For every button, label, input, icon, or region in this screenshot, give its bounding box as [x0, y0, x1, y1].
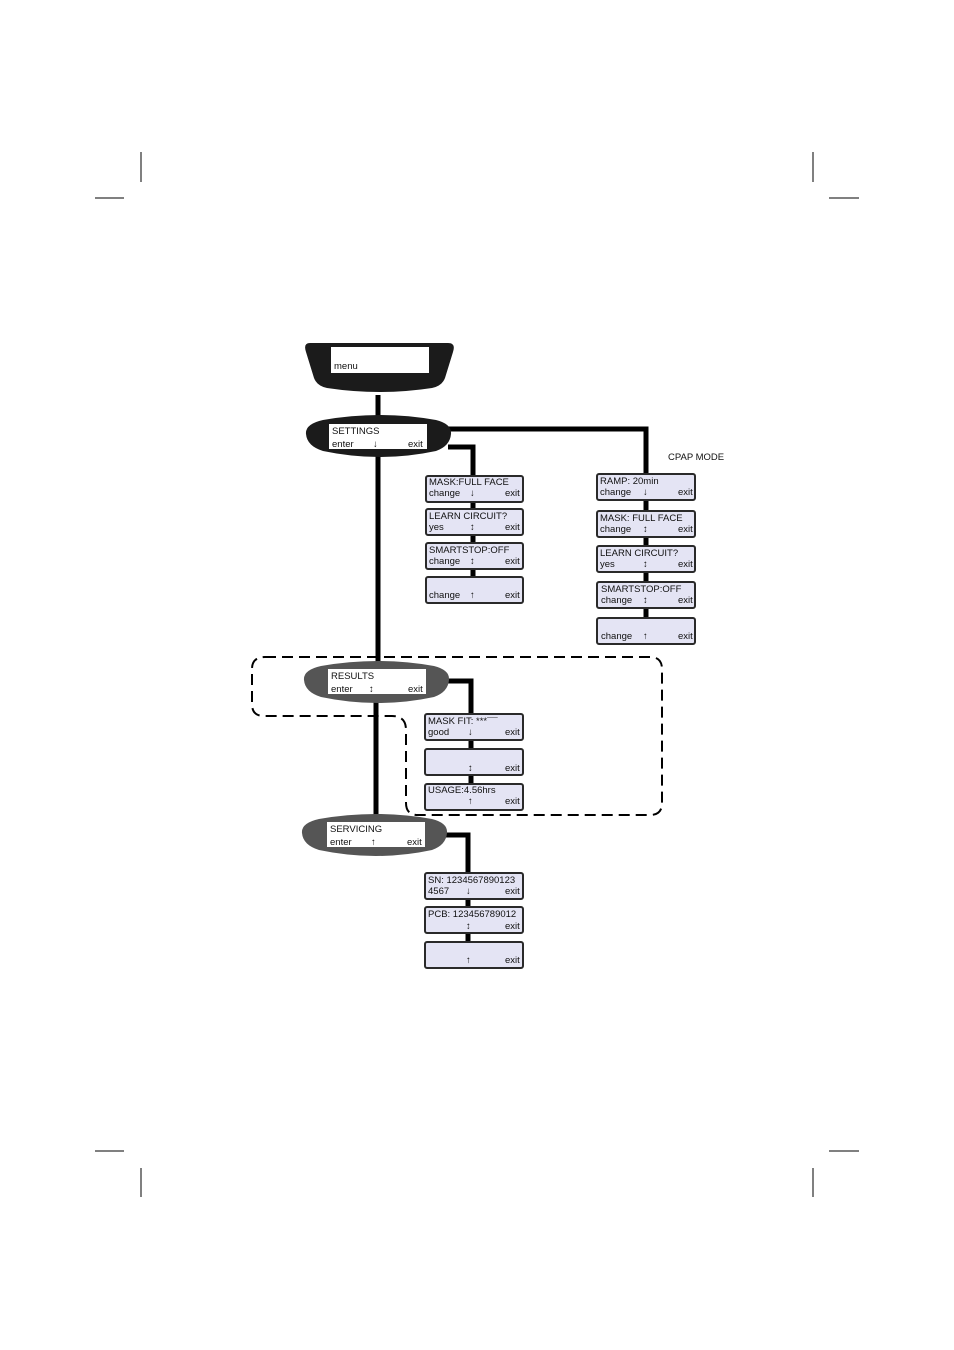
screen-title: SMARTSTOP:OFF — [429, 545, 510, 556]
screen-exit-label: exit — [505, 727, 520, 738]
arrow-updown-icon: ↕ — [643, 595, 648, 606]
arrow-down-icon: ↓ — [470, 488, 475, 499]
screen-title: RAMP: 20min — [600, 476, 659, 487]
screen-left-label: change — [600, 524, 632, 535]
device-menu — [305, 343, 454, 392]
screen-left-label: yes — [600, 559, 615, 570]
screen-left-label: 4567 — [428, 886, 450, 897]
settings-enter-label: enter — [332, 439, 354, 450]
screen-exit-label: exit — [505, 522, 520, 533]
settings-title: SETTINGS — [332, 426, 380, 437]
arrow-down-icon: ↓ — [643, 487, 648, 498]
screen-left-label: change — [429, 488, 461, 499]
menu-title: menu — [334, 361, 358, 372]
screen-left-label: change — [601, 595, 633, 606]
arrow-updown-icon: ↕ — [470, 522, 475, 533]
results-dashed-outline — [251, 656, 663, 816]
servicing-enter-label: enter — [330, 837, 352, 848]
servicing-arrow-icon: ↑ — [371, 837, 376, 848]
screen-title: SN: 1234567890123 — [428, 875, 516, 886]
screen-exit-label: exit — [505, 796, 520, 807]
device-results — [303, 661, 450, 703]
results-exit-label: exit — [408, 684, 423, 695]
screen-exit-label: exit — [678, 487, 693, 498]
screen-left-label: change — [429, 556, 461, 567]
settings-arrow-icon: ↓ — [373, 439, 378, 450]
servicing-title: SERVICING — [330, 824, 383, 835]
screen-title: LEARN CIRCUIT? — [600, 548, 679, 559]
screen-exit-label: exit — [678, 524, 693, 535]
screen-exit-label: exit — [505, 886, 520, 897]
screen-title: LEARN CIRCUIT? — [429, 511, 508, 522]
results-enter-label: enter — [331, 684, 353, 695]
lcd-boxes — [424, 473, 696, 969]
screen-title: MASK FIT: ***¯¯ — [428, 716, 498, 727]
screen-left-label: change — [601, 631, 633, 642]
screen-title: SMARTSTOP:OFF — [601, 584, 682, 595]
arrow-updown-icon: ↕ — [470, 556, 475, 567]
arrow-up-icon: ↑ — [466, 955, 471, 966]
screen-exit-label: exit — [678, 559, 693, 570]
screen-exit-label: exit — [678, 595, 693, 606]
screen-title: MASK: FULL FACE — [600, 513, 683, 524]
results-title: RESULTS — [331, 671, 375, 682]
cpap-mode-label: CPAP MODE — [668, 452, 725, 463]
screen-title: MASK:FULL FACE — [429, 477, 509, 488]
arrow-up-icon: ↑ — [468, 796, 473, 807]
arrow-up-icon: ↑ — [470, 590, 475, 601]
device-servicing — [301, 814, 448, 856]
arrow-updown-icon: ↕ — [466, 921, 471, 932]
settings-exit-label: exit — [408, 439, 423, 450]
screen-exit-label: exit — [505, 556, 520, 567]
screen-left-label: good — [428, 727, 450, 738]
screen-title: PCB: 123456789012 — [428, 909, 517, 920]
screen-exit-label: exit — [678, 631, 693, 642]
screen-exit-label: exit — [505, 488, 520, 499]
crop-marks — [95, 152, 859, 1197]
arrow-up-icon: ↑ — [643, 631, 648, 642]
screen-title: USAGE:4.56hrs — [428, 785, 496, 796]
arrow-updown-icon: ↕ — [468, 763, 473, 774]
screen-exit-label: exit — [505, 955, 520, 966]
arrow-down-icon: ↓ — [466, 886, 471, 897]
results-arrow-icon: ↕ — [369, 684, 374, 695]
arrow-down-icon: ↓ — [468, 727, 473, 738]
screen-exit-label: exit — [505, 590, 520, 601]
servicing-exit-label: exit — [407, 837, 422, 848]
device-settings — [305, 415, 452, 457]
screen-left-label: change — [429, 590, 461, 601]
screen-left-label: change — [600, 487, 632, 498]
arrow-updown-icon: ↕ — [643, 524, 648, 535]
screen-exit-label: exit — [505, 763, 520, 774]
connectors — [373, 395, 649, 942]
screen-exit-label: exit — [505, 921, 520, 932]
arrow-updown-icon: ↕ — [643, 559, 648, 570]
screen-left-label: yes — [429, 522, 444, 533]
